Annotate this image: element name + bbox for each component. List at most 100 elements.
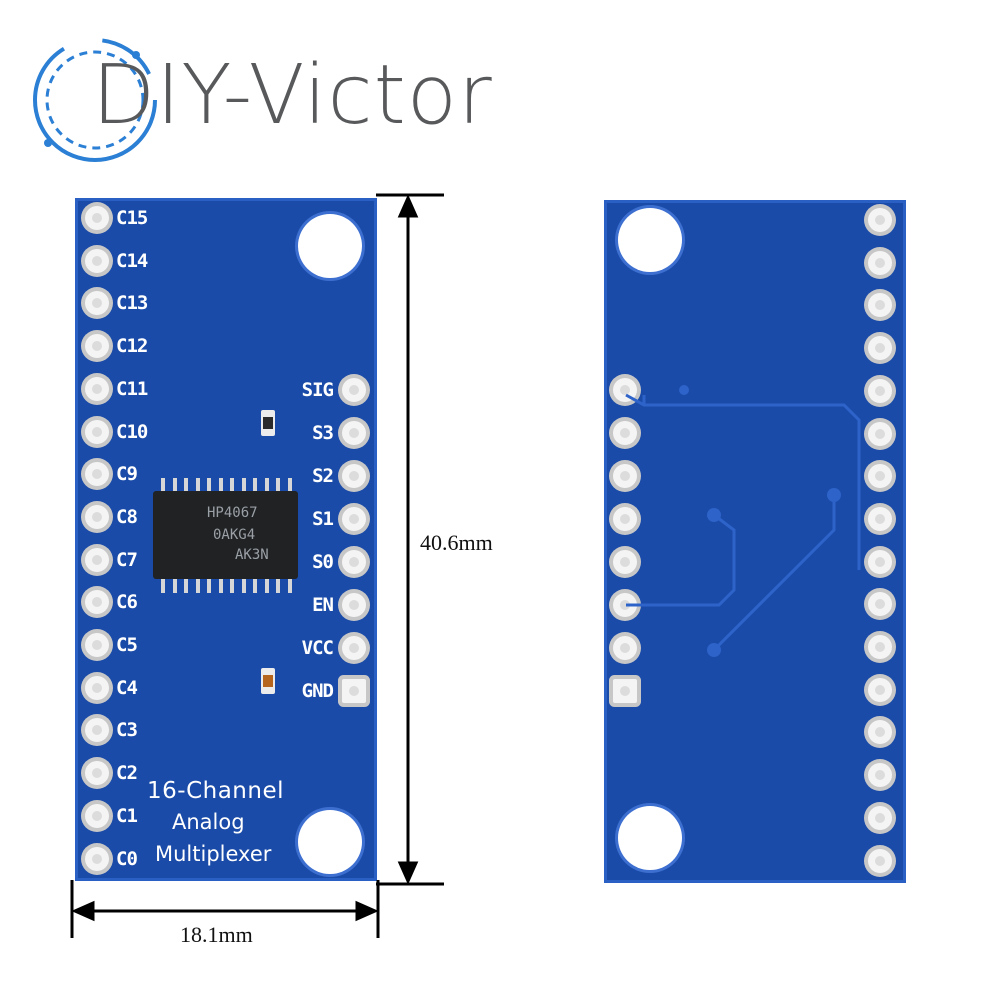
pin-label: C6 [116, 591, 138, 614]
chip-leg [253, 579, 257, 593]
mounting-hole [298, 214, 362, 278]
pin-pad [868, 208, 892, 232]
pin-label: C2 [116, 762, 138, 785]
pin-pad [85, 590, 109, 615]
pin-label: S3 [312, 422, 334, 444]
pin-pad [342, 464, 366, 488]
pin-label: C10 [116, 420, 148, 443]
pin-pad [613, 636, 637, 660]
silkscreen-title: 16-Channel [147, 778, 284, 804]
pin-pad [85, 718, 109, 743]
pin-pad [85, 248, 109, 273]
pin-pad [85, 334, 109, 359]
pin-label: C15 [116, 207, 148, 229]
chip-leg [287, 478, 292, 492]
mounting-hole [618, 806, 682, 870]
chip-leg [241, 579, 246, 593]
chip-leg [230, 478, 234, 492]
chip-leg [218, 579, 223, 593]
pin-label: C13 [116, 292, 148, 315]
pin-label: C0 [116, 847, 138, 870]
chip-leg [172, 478, 177, 492]
pin-pad [342, 636, 366, 660]
pin-pad [85, 675, 109, 700]
chip-leg [287, 579, 292, 593]
mounting-hole [618, 208, 682, 272]
chip-leg [241, 478, 246, 492]
pin-pad [613, 464, 637, 488]
pcb-traces [625, 385, 861, 657]
chip-label: HP4067 [207, 505, 258, 521]
pin-pad [342, 421, 366, 445]
pin-pad [868, 763, 892, 788]
pin-pad [85, 504, 109, 529]
pin-pad [613, 507, 637, 531]
chip-leg [161, 478, 165, 492]
pin-label: C12 [116, 335, 148, 358]
chip-leg [230, 579, 234, 593]
logo-ring-icon [33, 38, 157, 162]
pin-pad [868, 378, 892, 403]
mux-chip: HP4067 0AKG4 AK3N [153, 491, 298, 579]
chip-leg [195, 478, 200, 492]
pin-pad [868, 720, 892, 745]
pcb-back [604, 200, 906, 883]
pin-label: C7 [116, 548, 138, 571]
pin-pad [868, 421, 892, 446]
pin-pad [868, 549, 892, 574]
pin-pad [342, 593, 366, 617]
pin-label: C1 [116, 804, 138, 827]
pin-pad [85, 846, 109, 871]
height-dimension-label: 40.6mm [420, 530, 493, 555]
pin-pad [85, 376, 109, 401]
pin-pad [342, 378, 366, 402]
pin-label: C11 [116, 377, 148, 400]
pin-pad [613, 593, 637, 617]
pin-pad [85, 419, 109, 444]
chip-leg [184, 478, 188, 492]
width-dimension-label: 18.1mm [180, 922, 253, 947]
chip-label: 0AKG4 [213, 527, 256, 543]
pin-pad [868, 336, 892, 361]
pin-pad [868, 293, 892, 318]
chip-leg [276, 579, 280, 593]
pin-pad [613, 679, 637, 703]
pin-pad [342, 507, 366, 531]
smd-resistor [261, 410, 275, 436]
pin-pad [85, 803, 109, 828]
chip-leg [184, 579, 188, 593]
chip-leg [207, 478, 211, 492]
smd-capacitor [261, 668, 275, 694]
pin-pad [868, 464, 892, 489]
pin-pad [85, 761, 109, 786]
pin-pad [868, 506, 892, 531]
pin-pad [868, 677, 892, 702]
chip-leg [218, 478, 223, 492]
pin-label: S0 [312, 551, 334, 573]
logo-text: DIY-Victor [92, 48, 493, 143]
pin-pad [613, 421, 637, 445]
pin-pad [868, 592, 892, 617]
pin-label: S1 [312, 508, 334, 530]
chip-label: AK3N [235, 547, 269, 563]
pin-pad [342, 679, 366, 703]
pin-label: EN [312, 594, 334, 616]
chip-leg [207, 579, 211, 593]
pin-pad [868, 805, 892, 830]
chip-leg [276, 478, 280, 492]
pin-label: C14 [116, 249, 148, 272]
pin-label: C5 [116, 634, 138, 656]
pin-pad [613, 550, 637, 574]
mounting-hole [298, 810, 362, 874]
chip-leg [195, 579, 200, 593]
pin-pad [868, 635, 892, 659]
pin-label: S2 [312, 465, 334, 487]
pin-pad [85, 291, 109, 316]
silkscreen-subtitle: Multiplexer [155, 842, 272, 866]
pin-pad [85, 547, 109, 572]
pin-label: VCC [301, 637, 334, 659]
chip-leg [172, 579, 177, 593]
pin-label: SIG [301, 379, 334, 401]
chip-leg [264, 478, 269, 492]
